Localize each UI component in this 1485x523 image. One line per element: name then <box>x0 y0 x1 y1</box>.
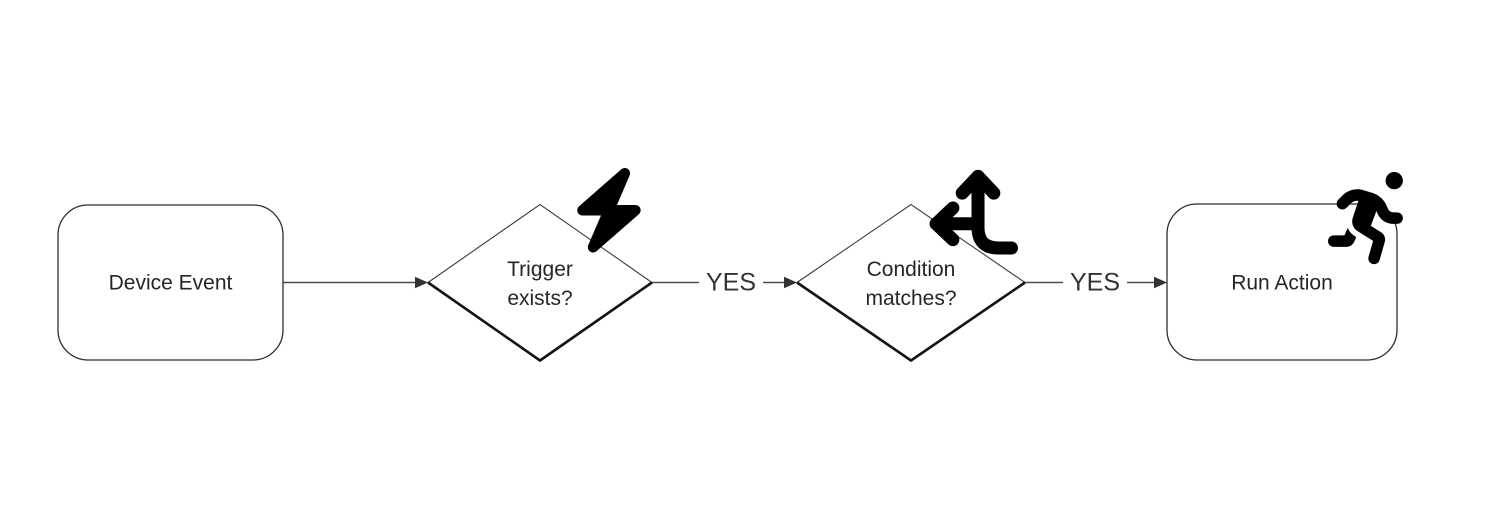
node-label-condition-matches: Condition matches? <box>865 255 956 313</box>
split-arrows-icon <box>929 169 1019 255</box>
node-label-device-event: Device Event <box>108 271 233 295</box>
label-line: exists? <box>507 287 573 310</box>
label-line: Condition <box>866 258 956 281</box>
node-device-event[interactable] <box>57 204 284 361</box>
arrowhead-icon <box>1154 276 1167 289</box>
node-condition-matches[interactable] <box>796 203 1026 362</box>
arrowhead-icon <box>784 276 797 289</box>
edge-label-yes-1: YES <box>698 270 764 296</box>
label-line: matches? <box>865 287 957 310</box>
person-running-icon <box>1328 172 1403 265</box>
node-label-trigger-exists: Trigger exists? <box>507 255 573 313</box>
connector-device-event-to-trigger <box>283 276 428 289</box>
bolt-icon <box>577 167 641 253</box>
node-label-run-action: Run Action <box>1231 271 1333 295</box>
label-line: Trigger <box>507 258 573 281</box>
edge-label-yes-2: YES <box>1062 270 1128 296</box>
arrowhead-icon <box>415 276 428 289</box>
